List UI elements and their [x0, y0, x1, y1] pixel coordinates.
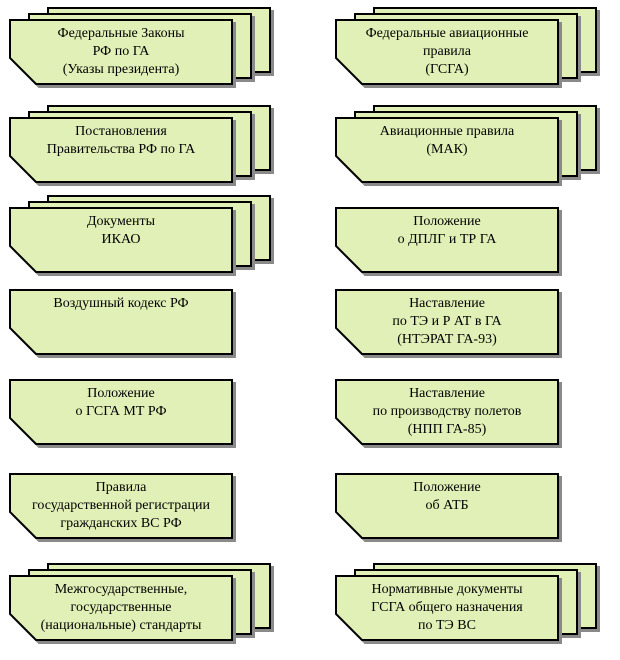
document-title-line: Наставление [409, 296, 485, 311]
document-title-line: Воздушный кодекс РФ [53, 296, 188, 311]
document-title-line: о ДПЛГ и ТР ГА [398, 232, 498, 247]
document-title-line: Нормативные документы [372, 582, 524, 597]
document-title: Воздушный кодекс РФ [53, 296, 188, 311]
document-title-line: Наставление [409, 386, 485, 401]
document-card: Положение о ГСГА МТ РФ [9, 379, 233, 445]
document-sheet-front [9, 19, 233, 85]
document-title-line: (ГСГА) [425, 62, 469, 77]
document-card: Положение о ДПЛГ и ТР ГА [335, 207, 559, 273]
document-title: Положение о ГСГА МТ РФ [75, 386, 166, 419]
document-title-line: гражданских ВС РФ [60, 516, 181, 531]
document-card: Межгосударственные, государственные (нацио… [9, 563, 271, 641]
document-sheet-front [335, 473, 559, 539]
document-card: Авиационные правила (МАК) [335, 105, 597, 183]
document-card: Положение об АТБ [335, 473, 559, 539]
document-title: Правила государственной регистрации гражда… [32, 480, 210, 531]
document-title: Федеральные авиационные правила (ГСГА) [366, 26, 529, 77]
document-title-line: о ГСГА МТ РФ [75, 404, 166, 419]
document-card: Воздушный кодекс РФ [9, 289, 233, 355]
document-title: Авиационные правила (МАК) [380, 124, 515, 157]
document-title-line: (НТЭРАТ ГА-93) [397, 332, 497, 347]
document-title-line: Федеральные Законы [58, 26, 186, 41]
document-title-line: Правительства РФ по ГА [47, 142, 196, 157]
document-title-line: Правила [96, 480, 147, 495]
document-title-line: (МАК) [426, 142, 468, 157]
document-sheet-front [9, 289, 233, 355]
document-card: Федеральные Законы РФ по ГА (Указы президе… [9, 7, 271, 85]
document-title-line: (НПП ГА-85) [408, 422, 487, 437]
document-title: Положение о ДПЛГ и ТР ГА [398, 214, 498, 247]
document-card: Наставление по ТЭ и Р АТ в ГА (НТЭРАТ ГА-9… [335, 289, 559, 355]
document-title-line: ГСГА общего назначения [371, 600, 523, 615]
document-title-line: государственной регистрации [32, 498, 210, 513]
document-title-line: по ТЭ и Р АТ в ГА [392, 314, 502, 329]
document-title-line: об АТБ [425, 498, 468, 513]
document-title-line: (Указы президента) [63, 62, 180, 77]
document-title: Наставление по ТЭ и Р АТ в ГА (НТЭРАТ ГА-9… [392, 296, 502, 347]
document-title-line: по ТЭ ВС [418, 618, 476, 633]
document-title: Федеральные Законы РФ по ГА (Указы президе… [58, 26, 186, 77]
document-title: Межгосударственные, государственные (нацио… [41, 582, 202, 633]
document-card: Федеральные авиационные правила (ГСГА) [335, 7, 597, 85]
document-card: Правила государственной регистрации гражда… [9, 473, 233, 539]
document-sheet-front [9, 473, 233, 539]
document-title-line: правила [423, 44, 472, 59]
document-title-line: по производству полетов [373, 404, 522, 419]
document-sheet-front [335, 289, 559, 355]
document-title-line: Положение [413, 480, 480, 495]
document-title-line: Постановления [75, 124, 167, 139]
document-sheet-front [335, 207, 559, 273]
document-title-line: Положение [413, 214, 480, 229]
document-title: Положение об АТБ [413, 480, 480, 513]
document-title-line: Положение [87, 386, 154, 401]
document-sheet-front [9, 575, 233, 641]
document-title-line: Авиационные правила [380, 124, 515, 139]
document-sheet-front [9, 379, 233, 445]
document-sheet-front [335, 19, 559, 85]
document-title-line: Межгосударственные, [55, 582, 188, 597]
document-sheet-front [335, 379, 559, 445]
document-title: Наставление по производству полетов (НПП Г… [373, 386, 522, 437]
document-sheet-front [335, 117, 559, 183]
document-title-line: ИКАО [102, 232, 141, 247]
document-card: Наставление по производству полетов (НПП Г… [335, 379, 559, 445]
document-title-line: Федеральные авиационные [366, 26, 529, 41]
document-title-line: государственные [71, 600, 172, 615]
document-sheet-front [335, 575, 559, 641]
document-title-line: (национальные) стандарты [41, 618, 202, 633]
document-title-line: Документы [87, 214, 156, 229]
document-title-line: РФ по ГА [93, 44, 151, 59]
document-sheet-front [9, 117, 233, 183]
document-sheet-front [9, 207, 233, 273]
